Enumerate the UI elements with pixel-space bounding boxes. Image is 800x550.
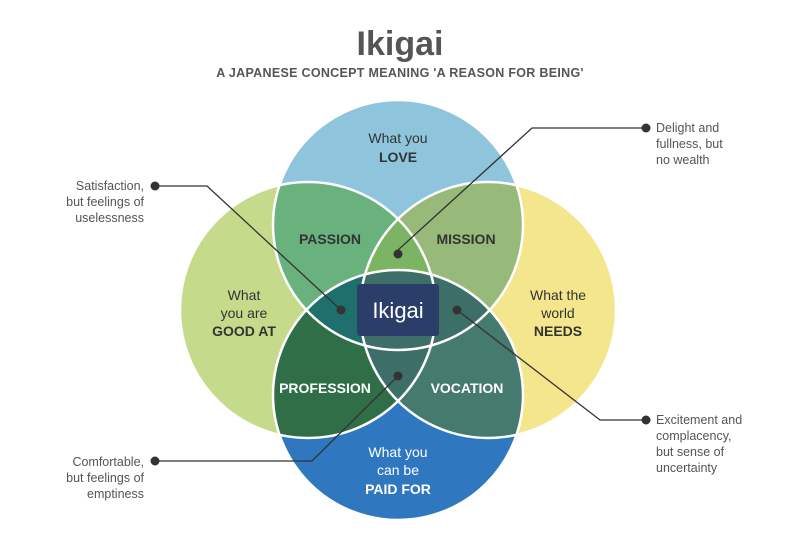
love-line2: LOVE — [379, 149, 417, 165]
needs-line1: What the — [530, 287, 586, 303]
leader-excitement — [456, 309, 646, 421]
center-label: Ikigai — [372, 298, 423, 323]
needs-line2: world — [540, 305, 574, 321]
note-excitement-1: Excitement and — [656, 413, 742, 427]
page-title: Ikigai — [357, 25, 444, 63]
note-satisfaction-2: but feelings of — [66, 195, 144, 209]
page-subtitle: A JAPANESE CONCEPT MEANING 'A REASON FOR… — [216, 66, 584, 80]
needs-line3: NEEDS — [534, 323, 582, 339]
mission-label: MISSION — [436, 231, 495, 247]
paid-line2: can be — [377, 462, 419, 478]
good-at-line2: you are — [221, 305, 268, 321]
paid-line3: PAID FOR — [365, 481, 431, 497]
leader-comfortable — [155, 375, 399, 462]
note-comfortable-1: Comfortable, — [72, 455, 144, 469]
note-excitement-3: but sense of — [656, 445, 725, 459]
passion-label: PASSION — [299, 231, 361, 247]
dot-mission-triple — [393, 249, 403, 259]
note-excitement-4: uncertainty — [656, 461, 718, 475]
paid-line1: What you — [368, 444, 427, 460]
overlap-good-needs-paid — [360, 270, 436, 438]
dot-bottom-triple — [393, 371, 403, 381]
note-comfortable-2: but feelings of — [66, 471, 144, 485]
profession-label: PROFESSION — [279, 380, 371, 396]
note-excitement-2: complacency, — [656, 429, 732, 443]
dot-left-triple — [336, 305, 346, 315]
good-at-line3: GOOD AT — [212, 323, 276, 339]
dot-right-triple — [452, 305, 462, 315]
vocation-label: VOCATION — [431, 380, 504, 396]
leader-satisfaction — [155, 185, 342, 311]
good-at-line1: What — [228, 287, 261, 303]
note-comfortable-3: emptiness — [87, 487, 144, 501]
note-satisfaction-3: uselessness — [75, 211, 144, 225]
dot-satisfaction-end — [150, 181, 160, 191]
note-delight-1: Delight and — [656, 121, 719, 135]
note-satisfaction-1: Satisfaction, — [76, 179, 144, 193]
dot-delight-end — [641, 123, 651, 133]
dot-comfortable-end — [150, 456, 160, 466]
note-delight-2: fullness, but — [656, 137, 723, 151]
ikigai-center-box — [357, 284, 439, 336]
love-line1: What you — [368, 130, 427, 146]
note-delight-3: no wealth — [656, 153, 710, 167]
dot-excitement-end — [641, 415, 651, 425]
